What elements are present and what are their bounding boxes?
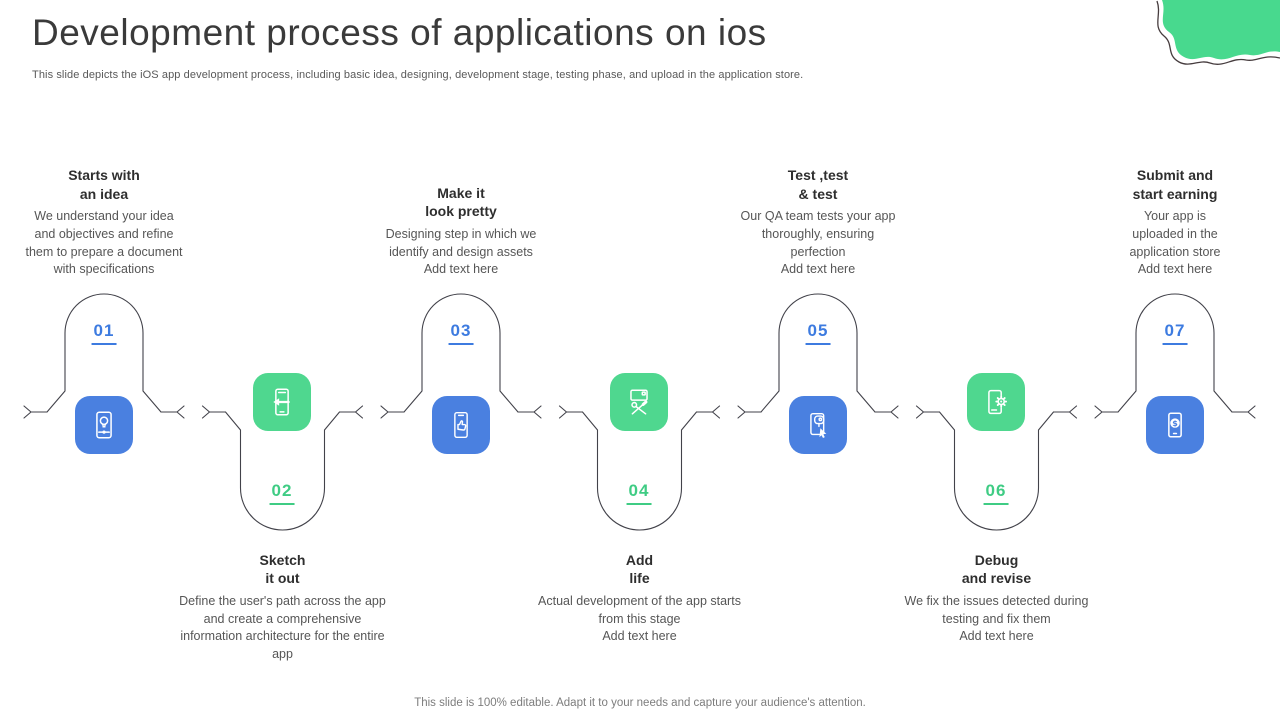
step-7-text: Submit and start earning Your app is upl…: [1095, 166, 1255, 279]
step-title: Add life: [625, 552, 654, 587]
step-3-number: 03: [448, 321, 474, 345]
step-1-text: Starts with an idea We understand your i…: [24, 166, 184, 279]
earning-phone-icon: $: [1146, 396, 1204, 454]
step-1-number: 01: [91, 321, 117, 345]
step-6-text: Debug and revise We fix the issues detec…: [891, 551, 1102, 646]
step-description: Actual development of the app starts fro…: [538, 593, 741, 644]
page-subtitle: This slide depicts the iOS app developme…: [32, 69, 804, 81]
step-4-text: Add life Actual development of the app s…: [534, 551, 745, 646]
corner-blob-shape: [1156, 0, 1280, 65]
step-description: Our QA team tests your app thoroughly, e…: [740, 209, 896, 277]
idea-phone-icon: [75, 396, 133, 454]
step-5-number: 05: [805, 321, 831, 345]
svg-text:$: $: [1172, 419, 1178, 428]
step-title: Starts with an idea: [68, 167, 140, 202]
step-6-number: 06: [983, 481, 1009, 505]
development-tools-icon: [610, 373, 668, 431]
step-title: Test ,test & test: [787, 167, 849, 202]
sketch-phone-icon: [253, 373, 311, 431]
step-title: Debug and revise: [961, 552, 1032, 587]
design-phone-icon: [432, 396, 490, 454]
step-title: Submit and start earning: [1132, 167, 1218, 202]
testing-phone-icon: [789, 396, 847, 454]
step-description: Designing step in which we identify and …: [385, 226, 537, 277]
debug-gear-phone-icon: [967, 373, 1025, 431]
step-4-number: 04: [626, 481, 652, 505]
step-description: Define the user's path across the app an…: [179, 593, 386, 662]
step-2-number: 02: [269, 481, 295, 505]
step-3-text: Make it look pretty Designing step in wh…: [381, 184, 541, 279]
step-title: Sketch it out: [259, 552, 306, 587]
step-description: Your app is uploaded in the application …: [1129, 209, 1221, 277]
step-2-text: Sketch it out Define the user's path acr…: [177, 551, 388, 664]
step-7-number: 07: [1162, 321, 1188, 345]
step-description: We fix the issues detected during testin…: [904, 593, 1089, 644]
page-title: Development process of applications on i…: [32, 12, 767, 53]
step-title: Make it look pretty: [425, 184, 497, 220]
footer-note: This slide is 100% editable. Adapt it to…: [414, 697, 866, 709]
step-description: We understand your idea and objectives a…: [25, 209, 183, 277]
step-5-text: Test ,test & test Our QA team tests your…: [733, 166, 903, 279]
